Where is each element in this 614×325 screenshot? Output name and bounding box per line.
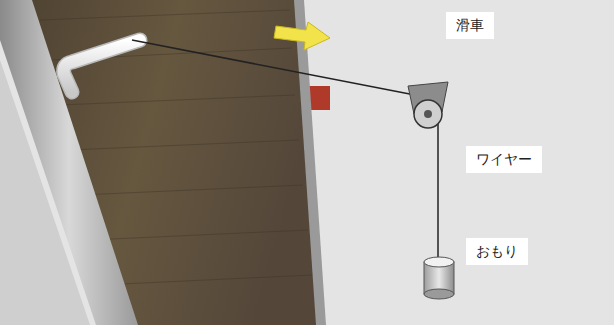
door-handle	[64, 40, 140, 92]
door-frame	[0, 60, 90, 325]
part-label: ワイヤー	[466, 146, 542, 173]
wire	[132, 40, 420, 96]
pulley	[408, 82, 448, 128]
door-edge	[294, 0, 326, 325]
weight	[424, 257, 454, 299]
direction-arrow	[274, 22, 330, 50]
part-label: 滑車	[446, 12, 494, 39]
door-handle	[64, 40, 140, 92]
part-label: おもり	[466, 238, 528, 265]
wire	[437, 118, 439, 262]
